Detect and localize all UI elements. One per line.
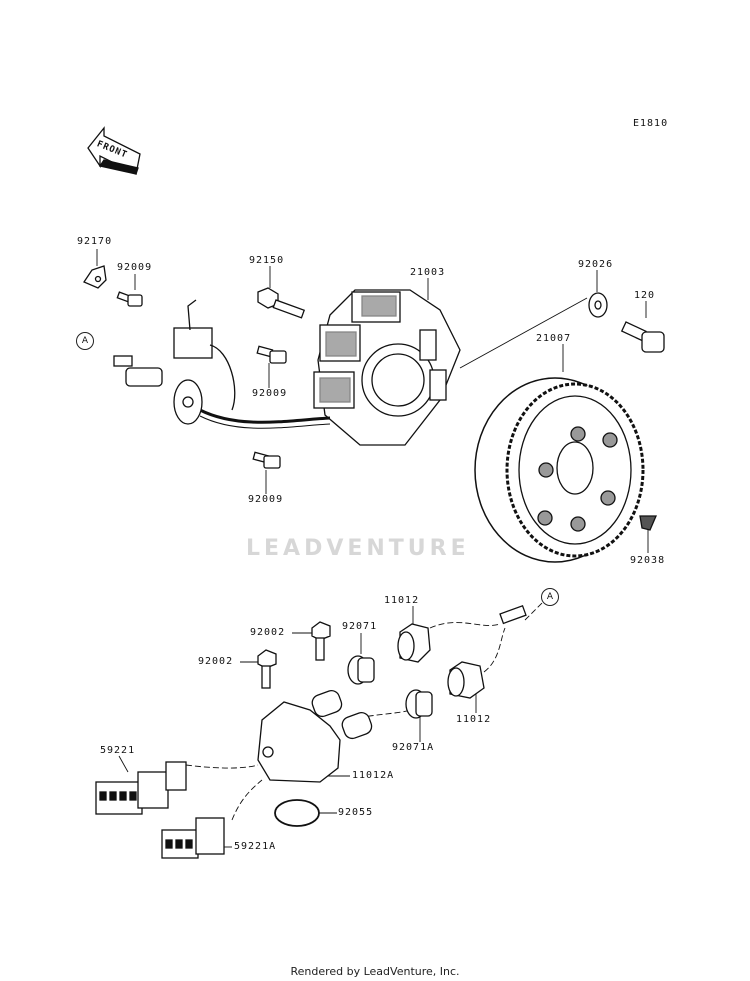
part-label-92002: 92002 (250, 627, 286, 638)
part-92026-washer (588, 292, 608, 318)
part-label-92009: 92009 (117, 262, 153, 273)
part-92002-bolt-2 (257, 649, 277, 689)
footer-credit: Rendered by LeadVenture, Inc. (290, 965, 460, 978)
wiring-dashed (185, 599, 546, 821)
part-label-92071A: 92071A (392, 742, 435, 753)
part-label-59221A: 59221A (234, 841, 277, 852)
part-92002-bolt-1 (311, 621, 331, 661)
part-21003-stator (313, 289, 461, 446)
part-120-bolt (620, 321, 665, 353)
part-label-92002-b: 92002 (198, 656, 234, 667)
part-11012A-housing (257, 690, 373, 783)
part-label-92150: 92150 (249, 255, 285, 266)
front-arrow-icon (87, 126, 141, 175)
watermark: LEADVENTURE (246, 536, 470, 561)
part-92071-grommet (347, 655, 375, 685)
reference-code: E1810 (633, 118, 669, 129)
part-label-21007: 21007 (536, 333, 572, 344)
part-label-92071: 92071 (342, 621, 378, 632)
part-92170-bracket (83, 265, 107, 289)
part-label-92055: 92055 (338, 807, 374, 818)
part-label-92009-c: 92009 (248, 494, 284, 505)
part-label-120: 120 (634, 290, 656, 301)
part-92071A-grommet (405, 689, 433, 719)
part-11012-connector-2 (447, 661, 485, 699)
callout-a-upper: A (76, 332, 94, 350)
part-label-11012A: 11012A (352, 770, 395, 781)
part-label-11012-b: 11012 (456, 714, 492, 725)
part-92055-o-ring (274, 799, 320, 827)
part-92150-bolt (257, 287, 306, 319)
part-label-92026: 92026 (578, 259, 614, 270)
part-pickup-coil (113, 299, 331, 429)
part-label-92009-b: 92009 (252, 388, 288, 399)
part-label-92038: 92038 (630, 555, 666, 566)
part-terminal-pin (499, 604, 527, 625)
part-label-21003: 21003 (410, 267, 446, 278)
callout-a-lower: A (541, 588, 559, 606)
part-59221A-connector (161, 817, 225, 859)
part-21007-flywheel (474, 377, 645, 563)
part-label-92170: 92170 (77, 236, 113, 247)
part-92009-screw-2 (256, 345, 287, 364)
part-59221-connector (95, 761, 187, 815)
part-11012-connector-1 (397, 623, 431, 663)
part-92038-key (639, 515, 657, 531)
part-label-59221: 59221 (100, 745, 136, 756)
part-label-11012: 11012 (384, 595, 420, 606)
part-92009-screw (116, 291, 143, 307)
part-92009-screw-3 (252, 451, 281, 469)
